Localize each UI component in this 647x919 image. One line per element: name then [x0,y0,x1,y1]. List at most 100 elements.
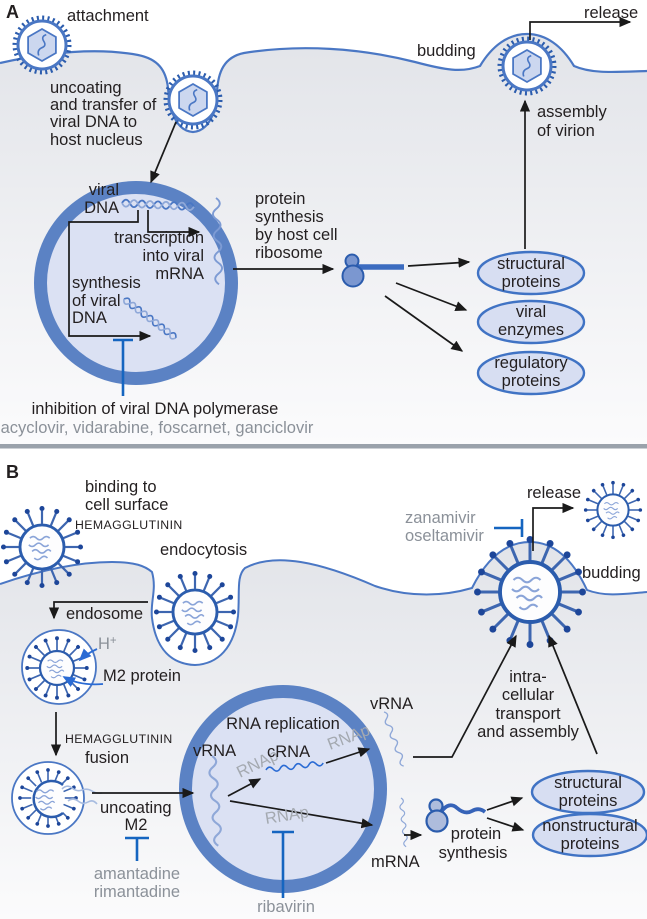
svg-text:transcription: transcription [114,229,204,247]
label-hemagglutinin-1: HEMAGGLUTININ [75,518,183,532]
proton-flow-arrows [62,648,104,687]
m2-pointer-arrow [62,676,104,687]
arrow-to-structural-b [486,796,524,811]
label-uncoating-b: uncoating [100,799,172,817]
panel-divider [0,444,647,449]
panel-a: A attachment uncoating and transfer of v… [0,2,647,444]
arrow-transcription [147,210,201,238]
label-release-a: release [584,4,638,22]
fusion-vesicle [11,761,103,835]
ribosome-a-icon [341,253,404,288]
svg-text:cellular: cellular [502,686,555,704]
arrow-uncoating-to-nucleus [150,121,177,184]
svg-text:proteins: proteins [502,372,561,390]
label-rna-replication: RNA replication [226,715,340,733]
svg-text:and transfer of: and transfer of [50,96,157,114]
panel-b: B binding to cell surface HEMAGGLUTININ … [0,462,647,919]
arrow-release-b [532,502,575,551]
svg-text:of virion: of virion [537,122,595,140]
arrow-transport-left [413,634,517,758]
svg-text:zanamivir: zanamivir [405,509,476,527]
endosome-vesicle [21,629,97,705]
label-vrna-out: vRNA [370,695,413,713]
label-h-plus: H+ [98,635,117,653]
svg-text:DNA: DNA [72,309,107,327]
label-crna: cRNA [267,743,310,761]
oval-structural-proteins [476,250,586,296]
label-viral-dna: viral DNA [84,181,119,217]
svg-text:synthesis: synthesis [72,274,141,292]
label-mrna-b: mRNA [371,853,420,871]
escaping-rna-2 [67,798,98,805]
arrow-dna-synthesis [68,210,152,342]
svg-text:structural: structural [497,255,565,273]
virion-released [584,481,642,539]
label-endocytosis: endocytosis [160,541,247,559]
svg-text:uncoating: uncoating [50,79,122,97]
label-release-b: release [527,484,581,502]
svg-text:of viral: of viral [72,292,121,310]
label-vrna-in: vRNA [193,742,236,760]
label-m2-protein: M2 protein [103,667,181,685]
panel-a-arrows [68,16,632,352]
svg-text:DNA: DNA [84,199,119,217]
label-fusion: fusion [85,749,129,767]
arrow-vrna-to-crna [227,778,262,797]
arrow-vrna-to-mrna [229,800,374,829]
arrow-crna-to-vrna [325,747,371,764]
label-m2: M2 [125,816,148,834]
label-protein-synthesis-a: protein synthesis by host cell ribosome [255,190,338,262]
label-dna-synthesis: synthesis of viral DNA [72,274,141,327]
arrow-transport-right [548,634,598,755]
svg-text:ribosome: ribosome [255,244,323,262]
svg-text:rimantadine: rimantadine [94,883,180,901]
panel-b-label: B [6,462,19,482]
inhibitor-neuraminidase [494,519,524,537]
label-uncoating-transfer: uncoating and transfer of viral DNA to h… [50,79,157,149]
svg-text:amantadine: amantadine [94,865,180,883]
inhibitor-dna-polymerase [113,338,133,396]
virion-budding-b [474,536,586,648]
svg-text:mRNA: mRNA [155,265,204,283]
svg-text:viral DNA to: viral DNA to [50,113,137,131]
svg-text:synthesis: synthesis [255,208,324,226]
label-inhibition-drugs: acyclovir, vidarabine, foscarnet, gancic… [1,419,314,437]
label-zanamivir: zanamivir oseltamivir [405,509,484,545]
svg-text:transport: transport [495,705,561,723]
label-amantadine: amantadine rimantadine [94,865,180,901]
product-ovals-a [476,250,586,396]
label-transcription: transcription into viral mRNA [114,229,204,283]
inhibitor-m2 [125,836,149,861]
svg-text:nonstructural: nonstructural [542,817,637,835]
label-binding: binding to cell surface [85,478,168,514]
svg-text:by host cell: by host cell [255,226,338,244]
oval-viral-enzymes [476,299,586,345]
panel-a-label: A [6,2,19,22]
ribosome-b-icon [425,798,487,833]
arrow-to-viral-enzymes [395,282,468,311]
svg-text:proteins: proteins [559,792,618,810]
oval-regulatory-proteins [476,350,586,396]
svg-text:viral: viral [89,181,119,199]
arrow-to-endosome [48,601,148,620]
label-hemagglutinin-2: HEMAGGLUTININ [65,732,173,746]
nucleus-b [179,685,387,893]
svg-text:assembly: assembly [537,103,607,121]
svg-text:regulatory: regulatory [494,354,568,372]
virion-endocytosis [154,571,236,653]
label-endosome: endosome [66,605,143,623]
oval-labels-a: structural proteins viral enzymes regula… [494,255,568,390]
oval-labels-b: structural proteins nonstructural protei… [542,774,637,853]
svg-text:enzymes: enzymes [498,321,564,339]
svg-text:cell surface: cell surface [85,496,168,514]
arrow-to-structural-proteins [407,257,471,268]
arrow-to-nonstructural-b [486,817,525,832]
label-protein-synthesis-b: protein synthesis [439,825,508,862]
svg-text:viral: viral [516,303,546,321]
svg-text:protein: protein [451,825,501,843]
svg-text:synthesis: synthesis [439,844,508,862]
svg-text:into viral: into viral [143,247,204,265]
inhibitor-ribavirin [272,830,294,898]
